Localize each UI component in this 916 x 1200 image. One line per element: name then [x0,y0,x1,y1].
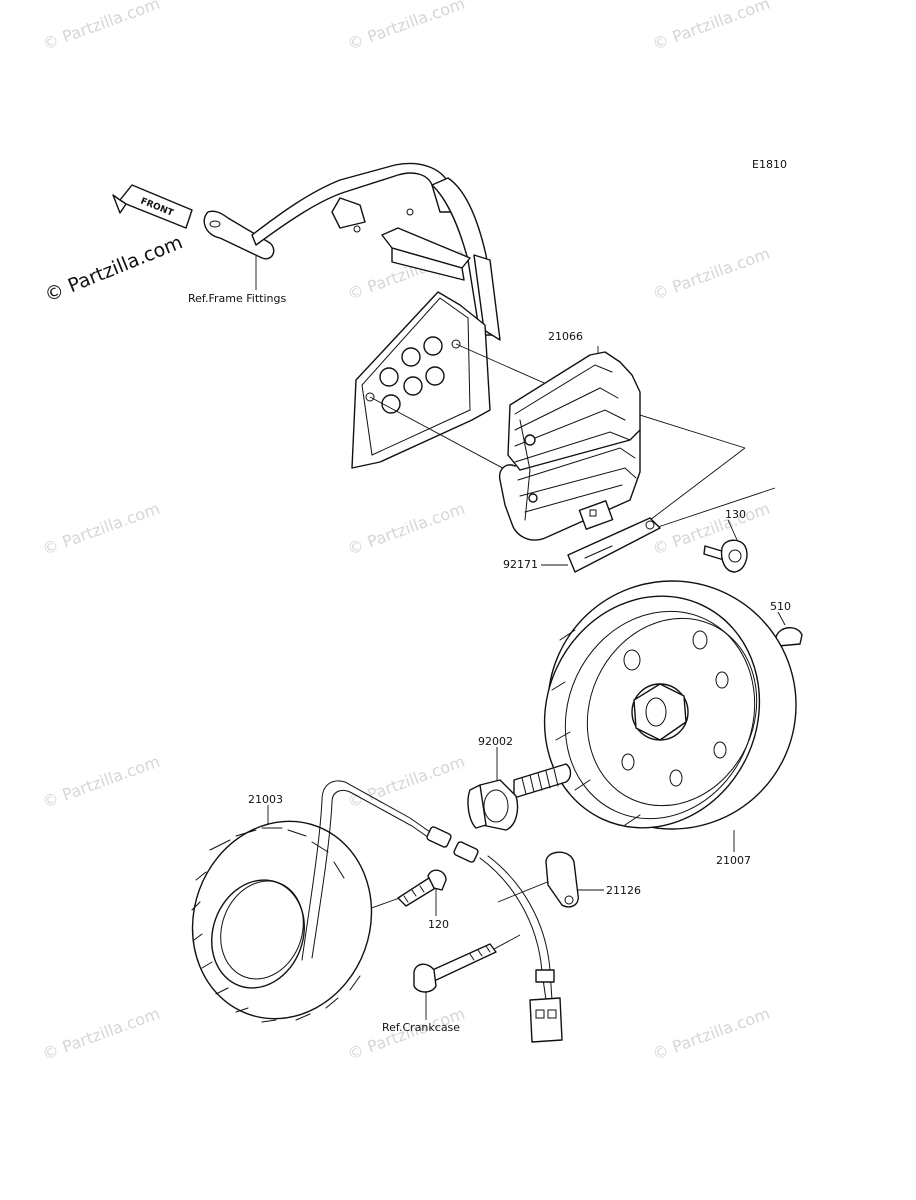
label-frame-ref: Ref.Frame Fittings [188,292,286,305]
regulator-rectifier [498,351,641,541]
label-510: 510 [770,600,791,613]
flywheel-bolt [467,763,572,831]
label-21007: 21007 [716,854,751,867]
label-21003: 21003 [248,793,283,806]
watermark: © Partzilla.com [345,752,468,812]
watermark-bold: © Partzilla.com [42,231,186,306]
watermark: © Partzilla.com [40,499,163,559]
part-labels: Ref.Frame Fittings 21066 130 92171 510 9… [188,292,791,1034]
label-120: 120 [428,918,449,931]
label-130: 130 [725,508,746,521]
frame-fittings-bracket [203,162,501,469]
front-arrow-icon: FRONT [112,184,193,229]
watermark: © Partzilla.com [40,1004,163,1064]
label-21126: 21126 [606,884,641,897]
watermark: © Partzilla.com [40,752,163,812]
bolt-120 [397,869,447,907]
watermark: © Partzilla.com [650,244,773,304]
watermark: © Partzilla.com [650,1004,773,1064]
watermark: © Partzilla.com [345,0,468,54]
label-crankcase-ref: Ref.Crankcase [382,1021,460,1034]
mounting-plate [567,517,661,573]
bolt-130 [703,539,748,573]
watermark: © Partzilla.com [650,0,773,54]
woodruff-key [775,627,803,647]
watermark: © Partzilla.com [40,0,163,54]
stator [191,799,373,1023]
label-21066: 21066 [548,330,583,343]
diagram-code: E1810 [752,158,787,171]
wiring-harness [321,780,563,1043]
watermark: © Partzilla.com [345,499,468,559]
crankcase-bolt [413,943,497,993]
wire-clamp [545,851,579,908]
rotor-flywheel [543,580,797,830]
label-92002: 92002 [478,735,513,748]
label-92171: 92171 [503,558,538,571]
